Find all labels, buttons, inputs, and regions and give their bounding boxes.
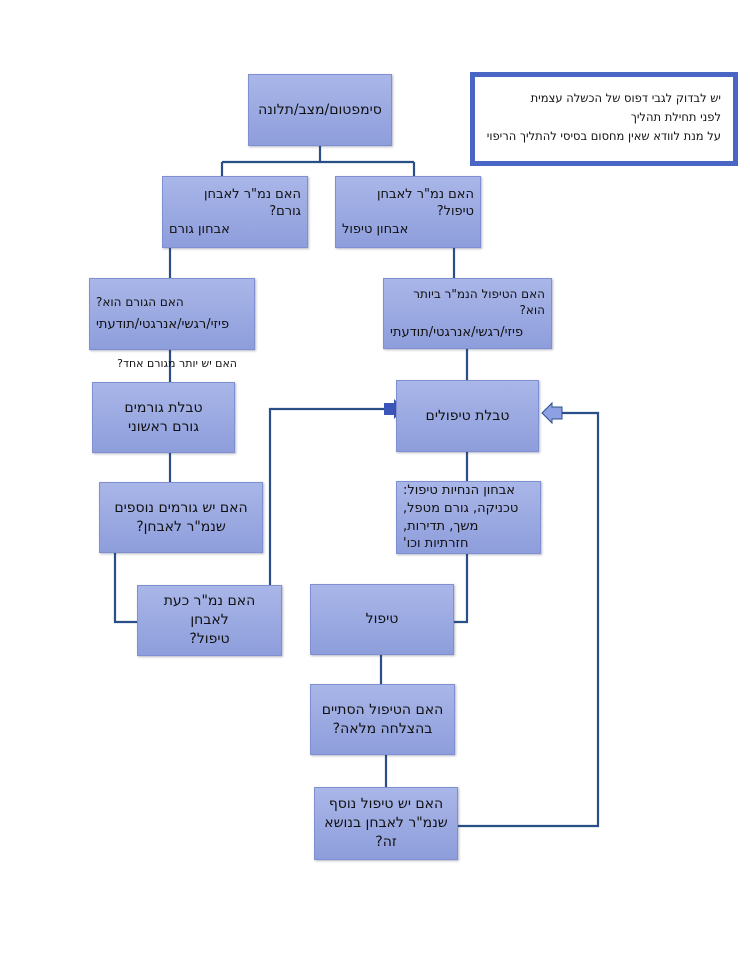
- node-treatment-instructions: אבחון הנחיות טיפול: טכניקה, גורם מטפל, מ…: [396, 481, 541, 554]
- node-treatment-instructions-line-1: אבחון הנחיות טיפול:: [403, 483, 515, 499]
- node-symptom-text: סימפטום/מצב/תלונה: [258, 101, 382, 118]
- node-cause-type: האם הגורם הוא? פיזי/רגשי/אנרגטי/תודעתי: [89, 278, 255, 350]
- node-more-causes: האם יש גורמים נוספים שנמ"ר לאבחן?: [99, 482, 263, 553]
- node-diagnose-cause-question: האם נמ"ר לאבחן גורם?: [203, 186, 301, 220]
- node-completed-line-1: האם הטיפול הסתיים: [321, 701, 444, 718]
- note-line-2: לפני תחילת תהליך: [630, 109, 721, 124]
- node-diagnose-treatment-question: האם נמ"ר לאבחן טיפול?: [376, 186, 474, 220]
- node-causes-table: טבלת גורמים גורם ראשוני: [92, 382, 235, 453]
- node-cause-type-options: פיזי/רגשי/אנרגטי/תודעתי: [96, 317, 230, 333]
- node-treatment-title: טיפול: [365, 611, 399, 628]
- connector-instructions-to-treatment: [454, 554, 469, 624]
- node-symptom: סימפטום/מצב/תלונה: [248, 74, 392, 146]
- node-now-treatment: האם נמ"ר כעת לאבחן טיפול?: [137, 585, 282, 656]
- node-additional-treatment-line-3: זה?: [375, 833, 397, 850]
- node-treatments-table-title: טבלת טיפולים: [425, 407, 510, 424]
- node-diagnose-treatment: האם נמ"ר לאבחן טיפול? אבחון טיפול: [335, 176, 481, 248]
- node-diagnose-cause: האם נמ"ר לאבחן גורם? אבחון גורם: [162, 176, 308, 248]
- note-line-1: יש לבדוק לגבי דפוס של הכשלה עצמית: [530, 91, 721, 105]
- node-now-treatment-line-2: טיפול?: [189, 630, 230, 647]
- node-diagnose-treatment-action: אבחון טיפול: [342, 221, 409, 237]
- node-completed: האם הטיפול הסתיים בהצלחה מלאה?: [310, 684, 455, 755]
- node-treatment-type: האם הטיפול הנמ"ר ביותר הוא? פיזי/רגשי/אנ…: [383, 278, 552, 349]
- node-treatment-instructions-line-3: משך, תדירות,: [403, 518, 479, 534]
- node-now-treatment-line-1: האם נמ"ר כעת לאבחן: [163, 593, 256, 629]
- connector-now-treatment-to-treatments-table: [268, 407, 384, 585]
- node-treatments-table: טבלת טיפולים: [396, 380, 539, 452]
- node-treatment-type-options: פיזי/רגשי/אנרגטי/תודעתי: [390, 324, 524, 340]
- arrow-left-icon: [541, 401, 563, 425]
- node-more-causes-line-2: שנמ"ר לאבחן?: [136, 518, 226, 535]
- connector-more-causes-to-now-treatment: [113, 553, 137, 624]
- node-additional-treatment-line-1: האם יש טיפול נוסף: [328, 796, 444, 813]
- node-additional-treatment: האם יש טיפול נוסף שנמ"ר לאבחן בנושא זה?: [314, 787, 458, 860]
- node-treatment: טיפול: [310, 584, 454, 655]
- note-line-3: על מנת לוודא שאין מחסום בסיסי להתליך הרי…: [486, 128, 721, 143]
- node-additional-treatment-line-2: שנמ"ר לאבחן בנושא: [324, 815, 448, 832]
- node-more-causes-line-1: האם יש גורמים נוספים: [114, 499, 248, 516]
- node-causes-table-sub: גורם ראשוני: [128, 418, 199, 435]
- node-cause-type-question: האם הגורם הוא?: [96, 295, 184, 310]
- node-completed-line-2: בהצלחה מלאה?: [332, 720, 433, 737]
- node-treatment-instructions-line-2: טכניקה, גורם מטפל,: [403, 500, 519, 516]
- node-treatment-instructions-line-4: חזרתיות וכו': [403, 536, 469, 552]
- node-diagnose-cause-action: אבחון גורם: [169, 221, 230, 237]
- label-more-than-one-cause: האם יש יותר מגורם אחד?: [117, 357, 237, 370]
- node-treatment-type-question: האם הטיפול הנמ"ר ביותר הוא?: [413, 286, 545, 317]
- instruction-note: יש לבדוק לגבי דפוס של הכשלה עצמית לפני ת…: [470, 72, 738, 166]
- connector-additional-loop-back: [458, 411, 600, 828]
- node-causes-table-title: טבלת גורמים: [124, 399, 203, 416]
